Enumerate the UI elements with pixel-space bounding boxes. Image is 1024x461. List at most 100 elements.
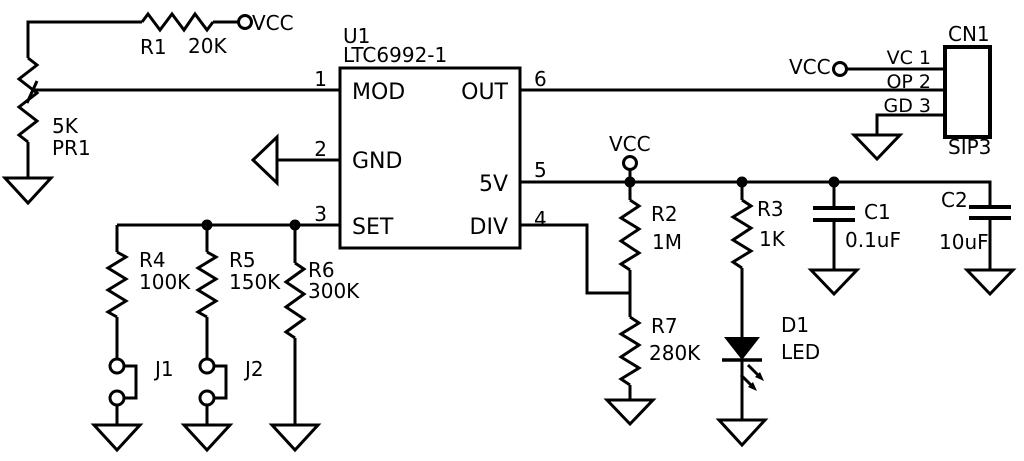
u1-pin-name-out: OUT bbox=[461, 80, 508, 105]
ground-symbol-pr1 bbox=[1, 176, 55, 206]
resistor-zigzag-r4 bbox=[105, 250, 129, 319]
capacitor-c1: C1 0.1uF bbox=[807, 182, 901, 297]
resistor-zigzag-r6 bbox=[283, 261, 307, 340]
wire-div-net bbox=[520, 223, 630, 295]
r2-value-label: 1M bbox=[652, 230, 682, 254]
rail-5v: VCC bbox=[520, 132, 992, 207]
led-emission-arrows-icon bbox=[739, 363, 764, 391]
r1-value-label: 20K bbox=[188, 34, 227, 58]
u1-pin-number-6: 6 bbox=[534, 67, 547, 91]
ground-symbol-j2 bbox=[180, 423, 234, 453]
cn1-pin-label-vc1: VC 1 bbox=[887, 47, 931, 69]
led-arrow1-shaft bbox=[746, 363, 760, 377]
cn1-ref-label: CN1 bbox=[948, 22, 990, 46]
r1-ref-label: R1 bbox=[140, 35, 167, 59]
u1-ref-label: U1 bbox=[343, 24, 370, 48]
j2-pin2-circle bbox=[198, 389, 216, 407]
r6-value-label: 300K bbox=[308, 279, 360, 303]
resistor-r5: R5 150K bbox=[195, 225, 281, 359]
ic-u1: U1 LTC6992-1 MOD GND SET OUT 5V DIV 1 2 … bbox=[314, 24, 547, 250]
j1-shunt-bracket bbox=[124, 364, 138, 400]
ground-arrow-icon bbox=[250, 133, 279, 187]
r3-value-label: 1K bbox=[759, 227, 786, 251]
pr1-ref-label: PR1 bbox=[52, 136, 91, 160]
cn1-pin-label-gd3: GD 3 bbox=[884, 95, 931, 117]
wire-gd-to-ground bbox=[875, 113, 945, 135]
ground-symbol-c1 bbox=[807, 268, 861, 297]
c2-ref-label: C2 bbox=[941, 188, 968, 212]
connector-cn1: VCC CN1 SIP3 VC 1 OP 2 GD 3 bbox=[789, 22, 992, 162]
led-triangle-icon bbox=[724, 337, 760, 360]
vcc-label-mid: VCC bbox=[609, 132, 651, 156]
j1-ref-label: J1 bbox=[153, 357, 174, 381]
j1-pin2-circle bbox=[108, 389, 126, 407]
u1-part-label: LTC6992-1 bbox=[343, 43, 447, 67]
r7-ref-label: R7 bbox=[651, 314, 678, 338]
ground-symbol-c2 bbox=[963, 268, 1017, 297]
capacitor-c2: C2 10uF bbox=[939, 188, 1017, 297]
j2-shunt-bracket bbox=[214, 364, 228, 400]
u1-pin-name-mod: MOD bbox=[352, 80, 405, 105]
resistor-r7: R7 280K bbox=[603, 314, 701, 427]
led-arrow1-head bbox=[755, 372, 764, 381]
c2-value-label: 10uF bbox=[939, 230, 989, 254]
d1-value-label: LED bbox=[781, 340, 820, 364]
wire-5v-rail bbox=[520, 180, 992, 207]
r5-ref-label: R5 bbox=[229, 248, 256, 272]
resistor-r1: VCC R1 20K bbox=[26, 11, 294, 59]
r7-value-label: 280K bbox=[649, 341, 701, 365]
u1-pin-name-5v: 5V bbox=[479, 172, 508, 197]
resistor-r2: R2 1M bbox=[618, 182, 682, 317]
wire-r1-left bbox=[26, 20, 142, 58]
d1-ref-label: D1 bbox=[781, 313, 809, 337]
cn1-footprint-label: SIP3 bbox=[948, 135, 991, 159]
r6-ref-label: R6 bbox=[308, 258, 335, 282]
u1-pin-number-2: 2 bbox=[314, 137, 327, 161]
vcc-terminal-circle-right bbox=[832, 61, 848, 77]
resistor-r4: R4 100K bbox=[105, 225, 191, 359]
vcc-label-top: VCC bbox=[252, 11, 294, 35]
resistor-r3: R3 1K bbox=[730, 182, 786, 337]
u1-pin-name-div: DIV bbox=[470, 215, 508, 240]
ground-symbol-r6 bbox=[268, 423, 322, 453]
resistor-zigzag-r7 bbox=[618, 315, 642, 387]
j1-pin1-circle bbox=[108, 357, 126, 375]
c1-ref-label: C1 bbox=[864, 200, 891, 224]
r2-ref-label: R2 bbox=[651, 202, 678, 226]
r5-value-label: 150K bbox=[229, 270, 281, 294]
vcc-terminal-circle-top bbox=[237, 14, 253, 30]
u1-body bbox=[338, 66, 522, 250]
jumper-j2: J2 bbox=[180, 357, 264, 453]
r4-value-label: 100K bbox=[139, 270, 191, 294]
cn1-body bbox=[943, 45, 992, 139]
c1-value-label: 0.1uF bbox=[845, 228, 901, 252]
vcc-label-right: VCC bbox=[789, 55, 831, 79]
resistor-zigzag-r1 bbox=[140, 11, 215, 33]
ground-arrow-pin2 bbox=[250, 133, 340, 187]
resistor-zigzag-r3 bbox=[730, 198, 754, 270]
u1-pin-number-1: 1 bbox=[314, 67, 327, 91]
set-network: R4 100K J1 R5 150K J2 bbox=[90, 219, 360, 453]
vcc-terminal-circle-mid bbox=[622, 155, 638, 171]
resistor-zigzag-r5 bbox=[195, 250, 219, 319]
u1-pin-number-4: 4 bbox=[534, 207, 547, 231]
ground-symbol-led bbox=[715, 418, 769, 448]
ground-symbol-j1 bbox=[90, 423, 144, 453]
u1-pin-number-3: 3 bbox=[314, 202, 327, 226]
j2-pin1-circle bbox=[198, 357, 216, 375]
pr1-value-label: 5K bbox=[52, 114, 79, 138]
jumper-j1: J1 bbox=[90, 357, 174, 453]
resistor-zigzag-r2 bbox=[618, 198, 642, 272]
u1-pin-number-5: 5 bbox=[534, 158, 547, 182]
ground-symbol-cn1 bbox=[850, 133, 904, 162]
led-arrow2-head bbox=[748, 382, 757, 391]
j2-ref-label: J2 bbox=[243, 357, 264, 381]
cn1-pin-label-op2: OP 2 bbox=[886, 71, 931, 93]
u1-pin-name-set: SET bbox=[352, 215, 394, 240]
ground-symbol-r7 bbox=[603, 398, 657, 427]
resistor-r6: R6 300K bbox=[268, 225, 360, 453]
r3-ref-label: R3 bbox=[757, 197, 784, 221]
u1-pin-name-gnd: GND bbox=[352, 149, 402, 174]
